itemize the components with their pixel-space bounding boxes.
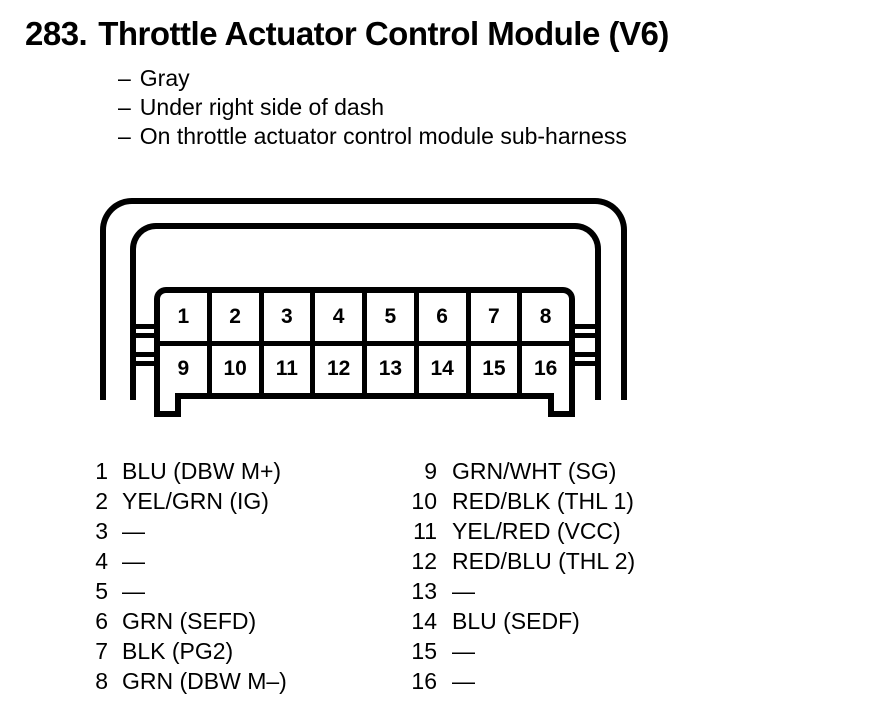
legend-pin-number: 11 <box>413 518 437 545</box>
page-title: 283. Throttle Actuator Control Module (V… <box>25 15 669 53</box>
legend-row-10: 10 RED/BLK (THL 1) <box>408 487 635 517</box>
legend-row-6: 6 GRN (SEFD) <box>90 606 287 636</box>
legend-pin-number: 15 <box>411 637 437 664</box>
legend-row-2: 2 YEL/GRN (IG) <box>90 487 287 517</box>
note-text: Under right side of dash <box>139 94 384 120</box>
connector-inner-shell <box>130 223 601 400</box>
legend-row-16: 16 — <box>408 666 635 696</box>
legend-pin-number: 8 <box>95 667 108 694</box>
legend-pin-label: BLK (PG2) <box>122 637 234 664</box>
legend-pin-label: — <box>122 578 145 604</box>
legend-row-12: 12 RED/BLU (THL 2) <box>408 547 635 577</box>
legend-row-9: 9 GRN/WHT (SG) <box>408 457 635 487</box>
legend-pin-label: RED/BLU (THL 2) <box>452 548 636 575</box>
legend-row-7: 7 BLK (PG2) <box>90 636 287 666</box>
pin-legend-right: 9 GRN/WHT (SG) 10 RED/BLK (THL 1) 11 YEL… <box>408 457 635 696</box>
pin-cell-1: 1 <box>160 293 207 341</box>
legend-pin-label: YEL/GRN (IG) <box>122 488 269 515</box>
note-text: Gray <box>139 65 190 91</box>
legend-pin-number: 10 <box>411 488 437 515</box>
legend-pin-number: 2 <box>95 488 108 515</box>
legend-row-1: 1 BLU (DBW M+) <box>90 457 287 487</box>
connector-outer-shell <box>100 198 627 400</box>
note-location: – Under right side of dash <box>118 93 627 122</box>
pin-cell-16: 16 <box>522 345 569 393</box>
pin-cell-8: 8 <box>522 293 569 341</box>
legend-pin-label: GRN (DBW M–) <box>122 667 287 694</box>
connector-left-tab-upper <box>134 324 156 338</box>
pin-block: 1 2 3 4 5 6 7 8 9 10 11 12 13 14 15 16 <box>154 287 575 399</box>
legend-pin-label: — <box>122 548 145 575</box>
connector-left-tab-lower <box>134 352 156 366</box>
connector-left-foot <box>154 393 181 417</box>
legend-pin-number: 1 <box>95 458 108 485</box>
notes-list: – Gray – Under right side of dash – On t… <box>118 64 627 151</box>
legend-pin-number: 12 <box>411 548 437 575</box>
legend-pin-label: — <box>452 578 475 604</box>
pin-cell-12: 12 <box>315 345 362 393</box>
section-number: 283. <box>25 15 88 52</box>
dash-bullet: – <box>118 123 131 149</box>
legend-pin-number: 6 <box>95 607 108 634</box>
legend-pin-number: 16 <box>411 667 437 694</box>
legend-pin-label: — <box>452 667 475 694</box>
legend-pin-label: — <box>122 518 145 545</box>
pin-cell-4: 4 <box>315 293 362 341</box>
note-text: On throttle actuator control module sub-… <box>139 123 627 149</box>
legend-pin-number: 4 <box>95 548 108 575</box>
connector-right-tab-upper <box>571 324 597 338</box>
legend-pin-label: RED/BLK (THL 1) <box>452 488 634 515</box>
pin-cell-13: 13 <box>367 345 414 393</box>
section-title: Throttle Actuator Control Module (V6) <box>98 15 669 52</box>
legend-row-11: 11 YEL/RED (VCC) <box>408 517 635 547</box>
legend-row-4: 4 — <box>90 547 287 577</box>
connector-right-foot <box>548 393 575 417</box>
pin-cell-15: 15 <box>470 345 518 393</box>
pin-cell-2: 2 <box>211 293 259 341</box>
legend-pin-number: 9 <box>424 458 437 485</box>
pin-cell-6: 6 <box>418 293 466 341</box>
dash-bullet: – <box>118 94 131 120</box>
legend-pin-label: GRN/WHT (SG) <box>452 458 617 485</box>
legend-row-15: 15 — <box>408 636 635 666</box>
legend-pin-label: BLU (SEDF) <box>452 607 580 634</box>
connector-right-tab-lower <box>571 352 597 366</box>
legend-row-8: 8 GRN (DBW M–) <box>90 666 287 696</box>
pin-cell-5: 5 <box>367 293 414 341</box>
pin-cell-3: 3 <box>263 293 311 341</box>
note-harness: – On throttle actuator control module su… <box>118 122 627 151</box>
legend-row-14: 14 BLU (SEDF) <box>408 606 635 636</box>
pin-cell-11: 11 <box>263 345 311 393</box>
legend-pin-label: GRN (SEFD) <box>122 607 257 634</box>
legend-pin-label: BLU (DBW M+) <box>122 458 282 485</box>
legend-pin-number: 13 <box>411 578 437 604</box>
legend-pin-label: — <box>452 637 475 664</box>
legend-pin-label: YEL/RED (VCC) <box>452 518 621 545</box>
note-connector-color: – Gray <box>118 64 627 93</box>
pin-cell-14: 14 <box>418 345 466 393</box>
legend-pin-number: 3 <box>95 518 108 545</box>
legend-row-3: 3 — <box>90 517 287 547</box>
dash-bullet: – <box>118 65 131 91</box>
pin-cell-7: 7 <box>470 293 518 341</box>
legend-pin-number: 14 <box>411 607 437 634</box>
legend-row-13: 13 — <box>408 577 635 607</box>
pin-legend-left: 1 BLU (DBW M+) 2 YEL/GRN (IG) 3 — 4 — 5 … <box>90 457 287 696</box>
legend-pin-number: 5 <box>95 578 108 604</box>
legend-pin-number: 7 <box>95 637 108 664</box>
pin-cell-9: 9 <box>160 345 207 393</box>
pin-cell-10: 10 <box>211 345 259 393</box>
legend-row-5: 5 — <box>90 577 287 607</box>
